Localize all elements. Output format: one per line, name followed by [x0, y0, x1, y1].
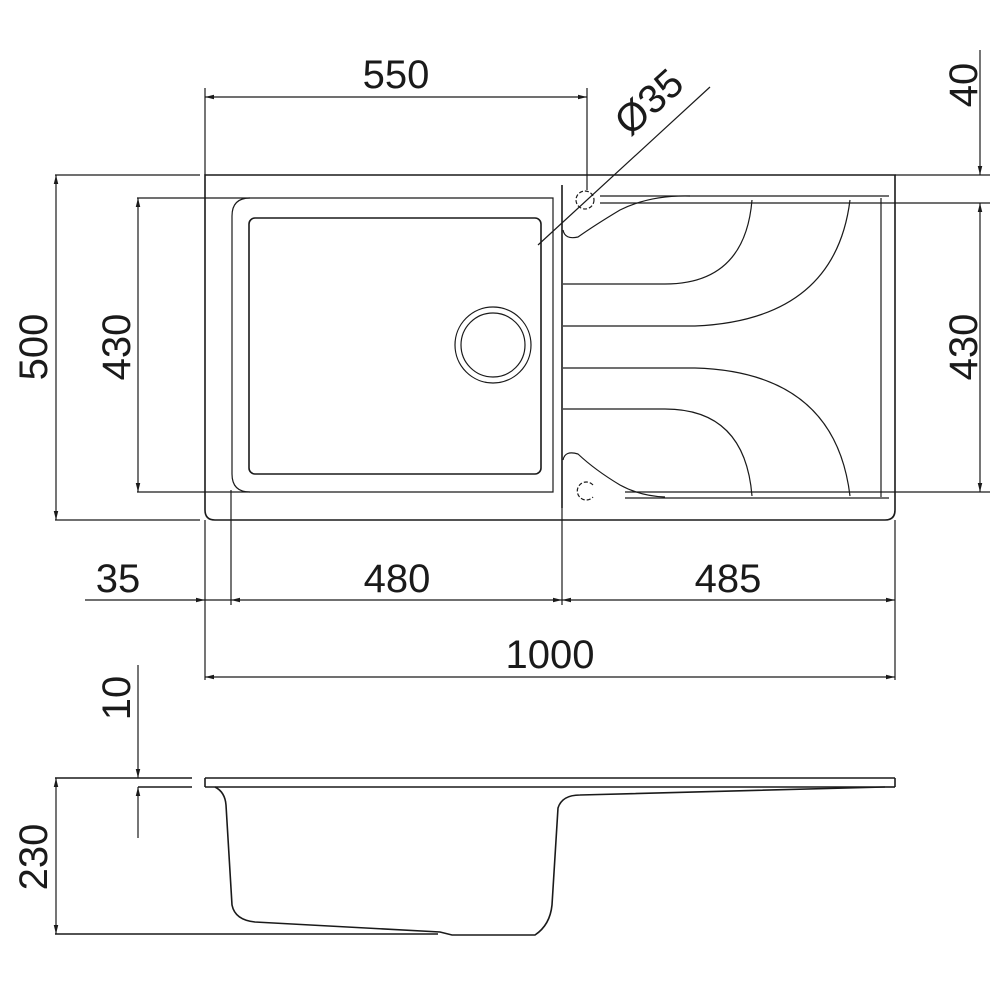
drainer-groove-3	[563, 367, 851, 497]
bowl-outer-edge	[231, 197, 554, 493]
drain-inner-ring	[460, 312, 526, 378]
dim-tap-hole: Ø35	[606, 61, 692, 144]
dim-550: 550	[363, 53, 430, 97]
tap-hole-icon	[575, 190, 595, 210]
dim-500: 500	[12, 314, 56, 381]
drainer-top-wave	[562, 195, 691, 239]
dimension-lines: 550 Ø35 40 430 500 430 35 480	[12, 50, 990, 680]
bowl-inner	[248, 217, 542, 475]
dim-485: 485	[695, 557, 762, 601]
drainer-groove-2	[563, 199, 851, 327]
sink-outer-outline	[204, 174, 896, 521]
dim-1000: 1000	[506, 633, 595, 677]
dim-480: 480	[364, 557, 431, 601]
dim-35: 35	[96, 557, 141, 601]
dim-10: 10	[95, 676, 139, 721]
drain-outer-ring	[454, 306, 532, 384]
dim-430-left: 430	[95, 314, 139, 381]
drainer-groove-1	[563, 199, 753, 285]
tap-hole-alt-icon	[576, 481, 594, 501]
top-view	[204, 174, 896, 521]
dim-430-right: 430	[942, 314, 986, 381]
dim-230: 230	[12, 824, 56, 891]
drainer-groove-4	[563, 408, 753, 497]
dim-40: 40	[942, 63, 986, 108]
drainer-bottom-wave	[562, 452, 666, 498]
bowl-profile	[214, 786, 886, 936]
side-view: 10 230	[12, 665, 896, 936]
